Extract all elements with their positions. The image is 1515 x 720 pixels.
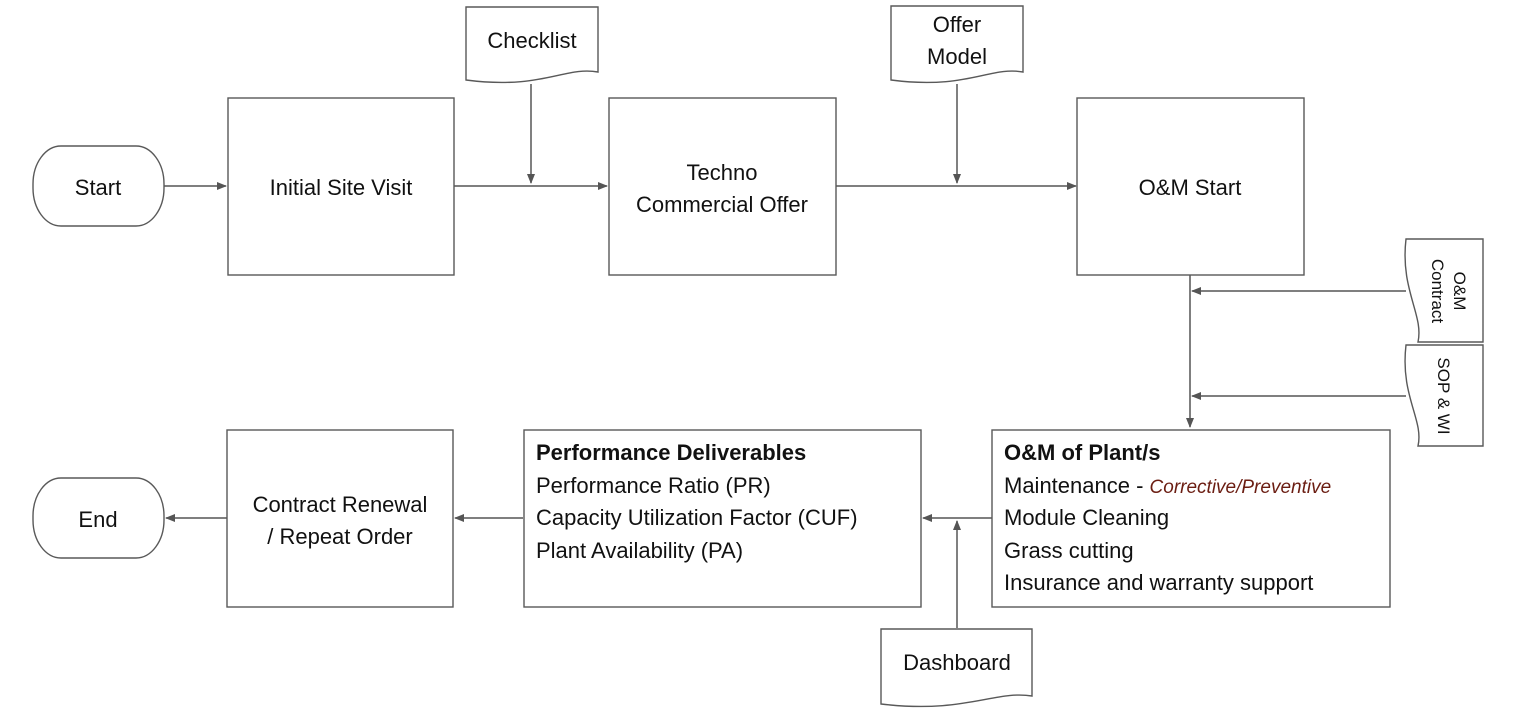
om-contract-document: O&M Contract [1404,238,1484,343]
offer-model-document: Offer Model [890,5,1024,84]
checklist-label: Checklist [487,28,576,53]
om-plants-item-1: Module Cleaning [1004,505,1169,530]
om-contract-text-group: O&M Contract [1428,259,1469,324]
om-start-shape [1076,97,1305,276]
checklist-document-shape [465,6,599,84]
techno-offer-line-1: Techno [687,160,758,185]
om-contract-line-2: Contract [1428,259,1447,324]
sop-wi-document-shape [1404,344,1484,447]
performance-item-1: Performance Ratio (PR) [536,473,771,498]
performance-item-3: Plant Availability (PA) [536,538,743,563]
om-plants-maintenance: Maintenance - Corrective/Preventive [1004,473,1331,498]
offer-model-document-shape [890,5,1024,84]
performance-deliverables-shape [523,429,922,608]
om-plants-title: O&M of Plant/s [1004,440,1160,465]
contract-renewal-line-1: Contract Renewal [253,492,428,517]
initial-site-visit-shape [227,97,455,276]
om-plants-item-3: Insurance and warranty support [1004,570,1313,595]
initial-site-visit-label: Initial Site Visit [270,175,413,200]
performance-title: Performance Deliverables [536,440,806,465]
edges [164,84,1406,628]
maintenance-label: Maintenance - [1004,473,1150,498]
offer-model-line-2: Model [927,44,987,69]
om-plants-shape [991,429,1391,608]
techno-offer-line-2: Commercial Offer [636,192,808,217]
techno-commercial-offer-box: Techno Commercial Offer [608,97,837,276]
contract-renewal-line-2: / Repeat Order [267,524,413,549]
om-start-label: O&M Start [1139,175,1242,200]
om-contract-document-shape [1404,238,1484,343]
sop-wi-label: SOP & WI [1434,357,1453,434]
offer-model-line-1: Offer [933,12,982,37]
maintenance-type: Corrective/Preventive [1150,477,1332,498]
sop-wi-document: SOP & WI [1404,344,1484,447]
dashboard-document-shape [880,628,1033,708]
sop-wi-text-group: SOP & WI [1434,357,1453,434]
end-terminal: End [32,477,165,559]
om-plants-box: O&M of Plant/s Maintenance - Corrective/… [991,429,1391,608]
techno-commercial-offer-shape [608,97,837,276]
initial-site-visit-box: Initial Site Visit [227,97,455,276]
checklist-document: Checklist [465,6,599,84]
start-label: Start [75,175,121,200]
dashboard-label: Dashboard [903,650,1011,675]
start-terminal: Start [32,145,165,227]
om-plants-item-2: Grass cutting [1004,538,1134,563]
performance-item-2: Capacity Utilization Factor (CUF) [536,505,858,530]
end-label: End [78,507,117,532]
dashboard-document: Dashboard [880,628,1033,708]
om-start-box: O&M Start [1076,97,1305,276]
contract-renewal-box: Contract Renewal / Repeat Order [226,429,454,608]
performance-deliverables-box: Performance Deliverables Performance Rat… [523,429,922,608]
om-contract-line-1: O&M [1450,272,1469,311]
end-terminal-shape [32,477,165,559]
start-terminal-shape [32,145,165,227]
contract-renewal-shape [226,429,454,608]
